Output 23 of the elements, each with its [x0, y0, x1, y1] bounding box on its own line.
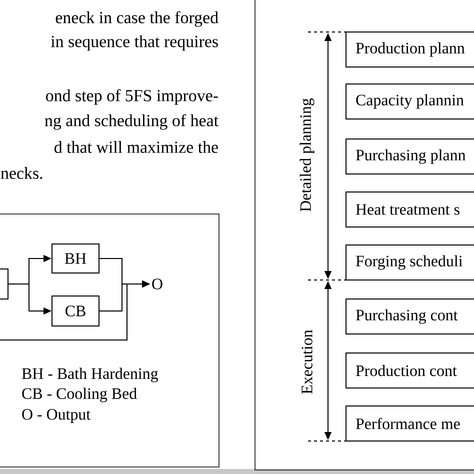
- process-box: BH: [52, 244, 100, 274]
- process-box: [0, 268, 8, 300]
- process-box: CB: [52, 296, 100, 326]
- key-text: BH - Bath Hardening: [22, 368, 158, 382]
- process-box: Production cont: [346, 352, 474, 388]
- paragraph-line: necks.: [0, 167, 42, 179]
- paragraph-line: in sequence that requires: [50, 35, 218, 51]
- process-box: Production plann: [346, 32, 474, 68]
- paragraph-line: ng and scheduling of heat: [44, 114, 218, 130]
- process-box: Purchasing plann: [346, 138, 474, 174]
- process-box: Capacity plannin: [346, 84, 474, 120]
- key-text: O - Output: [22, 409, 90, 423]
- range-label: Detailed planning: [300, 98, 314, 212]
- paragraph-line: ond step of 5FS improve-: [46, 89, 218, 105]
- range-label: Execution: [302, 330, 312, 394]
- key-text: CB - Cooling Bed: [22, 388, 137, 402]
- process-box: Forging scheduli: [346, 244, 474, 280]
- process-box: Purchasing cont: [346, 298, 474, 334]
- output-label: O: [152, 278, 162, 290]
- paragraph-line: eneck in case the forged: [56, 11, 218, 27]
- paragraph-line: d that will maximize the: [54, 141, 218, 153]
- process-box: Performance me: [346, 406, 474, 442]
- process-box: Heat treatment s: [346, 192, 474, 228]
